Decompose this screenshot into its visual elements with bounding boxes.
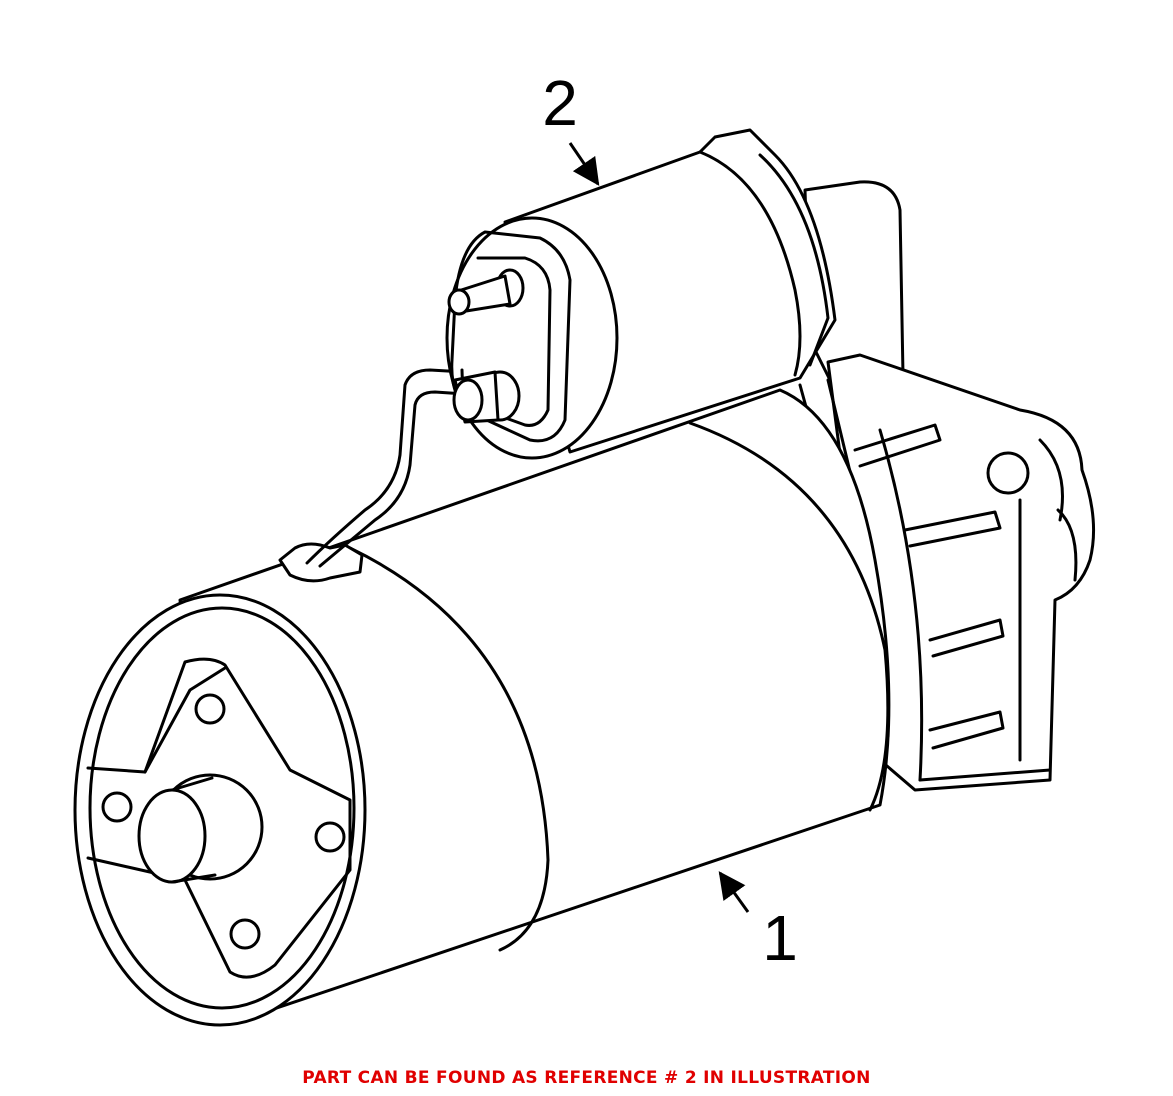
cable [278,368,467,583]
ref-label-1: 1 [762,902,798,974]
solenoid [445,128,837,460]
drive-end-housing [798,353,1096,792]
ref-label-2: 2 [542,67,578,139]
shaft-boss [137,788,207,884]
starter-motor-diagram: 2 1 [73,67,1096,1027]
bolt-hole [314,821,346,853]
mounting-hole [986,451,1030,495]
caption: PART CAN BE FOUND AS REFERENCE # 2 IN IL… [302,1068,871,1088]
callout-2: 2 [542,67,600,186]
bolt-hole [101,791,133,823]
end-cap [73,593,367,1027]
callout-1: 1 [718,871,798,974]
bolt-hole [229,918,261,950]
bolt-hole [194,693,226,725]
